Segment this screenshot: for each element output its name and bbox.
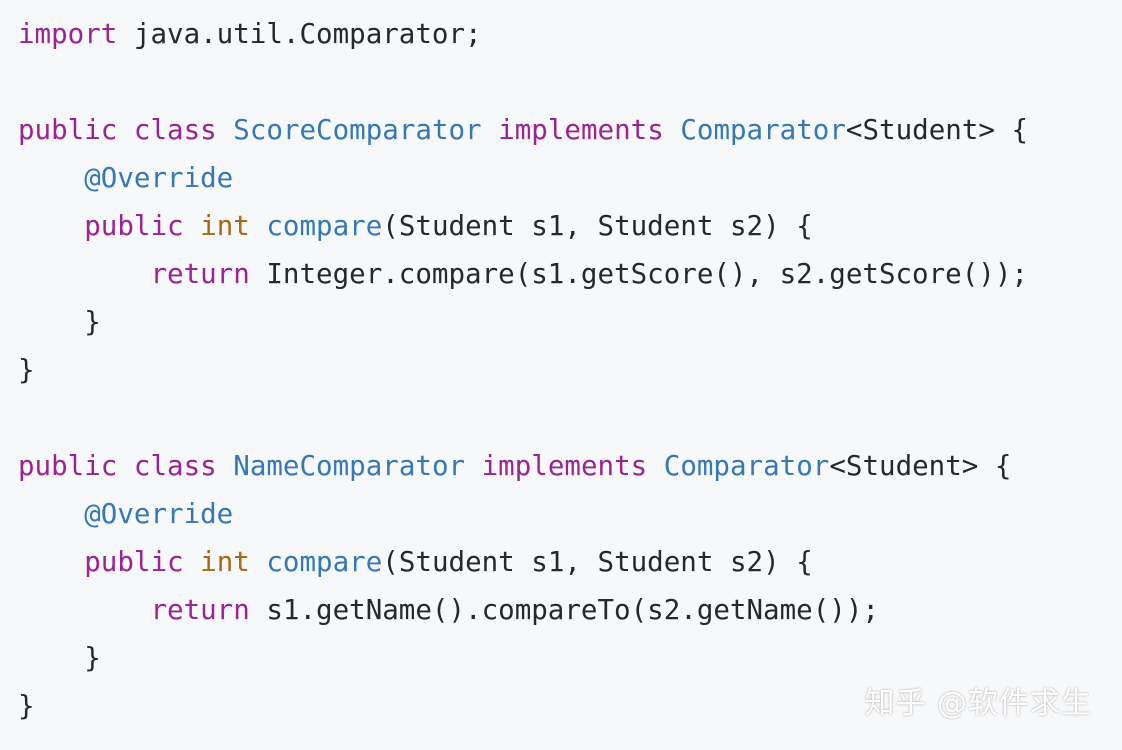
code-line-blank (18, 394, 1122, 442)
generic-type: <Student> { (845, 114, 1029, 146)
method-name: compare (266, 546, 383, 578)
code-line-close-class: } (18, 690, 35, 722)
code-line-import: import java.util.Comparator; (18, 10, 1122, 58)
code-line-close-method: } (18, 642, 101, 674)
code-line-annotation: @Override (18, 154, 1122, 202)
class-name: NameComparator (233, 450, 466, 482)
class-name: ScoreComparator (233, 114, 482, 146)
method-name: compare (266, 210, 383, 242)
override-annotation: @Override (84, 498, 234, 530)
method-parameters: (Student s1, Student s2) { (382, 546, 813, 578)
watermark: 知乎 @软件求生 (864, 686, 1092, 721)
code-line-annotation: @Override (18, 490, 1122, 538)
return-expression: s1.getName().compareTo(s2.getName()); (249, 594, 879, 626)
int-keyword: int (200, 210, 250, 242)
code-line-method-signature: public int compare(Student s1, Student s… (18, 538, 1122, 586)
public-keyword: public (18, 114, 118, 146)
code-line-return: return s1.getName().compareTo(s2.getName… (18, 586, 1122, 634)
return-keyword: return (150, 594, 250, 626)
return-expression: Integer.compare(s1.getScore(), s2.getSco… (249, 258, 1028, 290)
code-line-close-class: } (18, 354, 35, 386)
int-keyword: int (200, 546, 250, 578)
override-annotation: @Override (84, 162, 234, 194)
code-line-method-signature: public int compare(Student s1, Student s… (18, 202, 1122, 250)
class-keyword: class (133, 114, 217, 146)
import-keyword: import (18, 18, 118, 50)
implements-keyword: implements (498, 114, 664, 146)
interface-name: Comparator (663, 450, 830, 482)
public-keyword: public (84, 546, 184, 578)
class-keyword: class (133, 450, 217, 482)
interface-name: Comparator (680, 114, 846, 146)
code-line-blank (18, 58, 1122, 106)
return-keyword: return (150, 258, 250, 290)
code-line-close-method: } (18, 306, 101, 338)
code-line-class-declaration: public class ScoreComparator implements … (18, 106, 1122, 154)
method-parameters: (Student s1, Student s2) { (382, 210, 813, 242)
generic-type: <Student> { (829, 450, 1012, 482)
code-line-class-declaration: public class NameComparator implements C… (18, 442, 1122, 490)
code-block: import java.util.Comparator; public class… (18, 10, 1122, 730)
import-path: java.util.Comparator; (117, 18, 482, 50)
code-line-return: return Integer.compare(s1.getScore(), s2… (18, 250, 1122, 298)
public-keyword: public (18, 450, 118, 482)
public-keyword: public (84, 210, 184, 242)
implements-keyword: implements (481, 450, 648, 482)
